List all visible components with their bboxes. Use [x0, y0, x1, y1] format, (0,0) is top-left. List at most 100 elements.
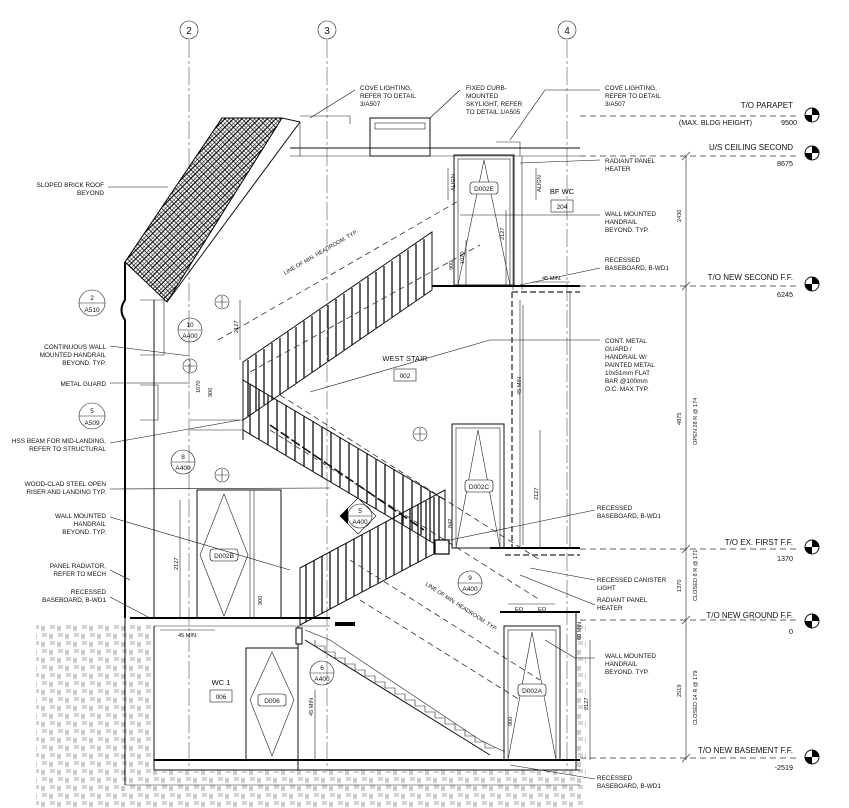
note-line: RECESSED: [71, 589, 107, 596]
level-name-new-basement: T/O NEW BASEMENT F.F.: [698, 746, 793, 755]
note-line: BEYOND. TYP.: [605, 227, 649, 234]
note-line: REFER TO MECH: [53, 571, 106, 578]
note-line: 3/A507: [605, 101, 626, 108]
dim-2127-lower-right: 2127: [584, 698, 590, 710]
dim-842: 842: [448, 519, 454, 528]
grid-label-2: 2: [186, 26, 192, 37]
leader-lines: [108, 89, 601, 780]
room-number-006: 006: [216, 694, 227, 701]
level-name-new-ground: T/O NEW GROUND F.F.: [706, 611, 793, 620]
section-ref-sheet: A400: [352, 519, 368, 526]
riser-note-open: OPEN 28 R @ 174: [693, 398, 699, 445]
section-ref-sheet: A510: [84, 307, 100, 314]
grid-label-3: 3: [324, 26, 330, 37]
doors: D002E D002C D002B D006 D002A: [196, 154, 561, 761]
note-line: BASEBOARD, B-WD1: [597, 783, 661, 790]
section-ref-sheet: A509: [84, 420, 100, 427]
room-number-002: 002: [400, 373, 411, 380]
headroom-label-lower: LINE OF MIN. HEADROOM. TYP.: [424, 582, 498, 633]
note-line: COVE LIGHTING,: [360, 85, 412, 92]
level-elevation-parapet: 9500: [781, 118, 797, 127]
note-line: BEYOND. TYP.: [62, 529, 106, 536]
note-line: PANEL RADIATOR,: [50, 563, 106, 570]
headroom-label-upper: LINE OF MIN. HEADROOM. TYP.: [283, 229, 359, 277]
dim-2430: 2430: [677, 210, 683, 222]
note-line: MOUNTED: [466, 93, 499, 100]
dimension-strings: 2430 4875 1370 2519 OPEN 28 R @ 174 CLOS…: [160, 151, 699, 763]
dim-2127-upper: 2127: [500, 228, 506, 240]
room-name-west-stair: WEST STAIR: [382, 354, 428, 363]
grid-lines: 2 3 4: [179, 20, 577, 806]
svg-text:HSS BEAM FOR MID-LANDING,REFER: HSS BEAM FOR MID-LANDING,REFER TO STRUCT…: [12, 438, 107, 453]
section-ref-sheet: A400: [462, 586, 478, 593]
dim-1070-upper: 1070: [460, 252, 466, 264]
note-line: HANDRAIL: [605, 219, 638, 226]
note-line: RISER AND LANDING TYP.: [26, 489, 106, 496]
room-name-bf-wc: BF WC: [550, 187, 575, 196]
note-line: WALL MOUNTED: [605, 653, 656, 660]
dim-900-lower-right: 900: [508, 717, 514, 726]
note-line: CONTINUOUS WALL: [44, 344, 106, 351]
note-line: RADIANT PANEL: [605, 158, 656, 165]
note-line: HEATER: [605, 166, 631, 173]
section-ref-num: 9: [468, 575, 472, 582]
dim-2519: 2519: [677, 685, 683, 697]
level-elevation-ceiling-second: 8675: [777, 159, 793, 168]
note-line: WALL MOUNTED: [605, 211, 656, 218]
room-number-204: 204: [557, 204, 568, 211]
note-line: BAR @100mm: [605, 378, 648, 385]
section-ref-num: 2: [90, 295, 94, 302]
dim-eq-left: EQ: [515, 607, 524, 613]
note-line: HANDRAIL: [74, 521, 107, 528]
dim-45-min-lower: 45 MIN.: [178, 633, 198, 639]
section-ref-sheet: A400: [182, 333, 198, 340]
west-stair-flights: [190, 231, 506, 756]
note-line: RECESSED: [597, 505, 633, 512]
dim-align-right: ALIGN: [537, 175, 543, 192]
note-line: MOUNTED HANDRAIL: [40, 352, 107, 359]
level-elevation-new-ground: 0: [789, 627, 793, 636]
note-line: BEYOND. TYP.: [605, 669, 649, 676]
level-elevation-ex-first: 1370: [777, 554, 793, 563]
level-note-max-height: (MAX. BLDG HEIGHT): [679, 118, 752, 127]
dim-60-min: 60 MIN: [577, 622, 583, 640]
level-name-ex-first: T/O EX. FIRST F.F.: [725, 538, 793, 547]
ground-earth-hatch: [36, 623, 586, 808]
note-line: COVE LIGHTING,: [605, 85, 657, 92]
grid-label-4: 4: [564, 26, 570, 37]
note-line: REFER TO STRUCTURAL: [29, 446, 106, 453]
dim-45-min-vertical-upper: 45 MIN: [517, 377, 523, 395]
note-line: REFER TO DETAIL: [360, 93, 416, 100]
door-tag-d002e: D002E: [474, 186, 495, 193]
note-line: 3/A507: [360, 101, 381, 108]
note-line: BEYOND: [77, 190, 104, 197]
note-line: SKYLIGHT, REFER: [466, 101, 522, 108]
dim-1370: 1370: [677, 580, 683, 592]
dim-2127-lower-left: 2127: [174, 558, 180, 570]
section-references: 2 A510 10 A400 5 A509 8 A400 5 A400 9 A4…: [78, 289, 483, 686]
section-ref-num: 10: [186, 322, 194, 329]
svg-text:METAL GUARD: METAL GUARD: [61, 381, 107, 388]
dim-2127-landing: 2127: [234, 321, 240, 333]
note-line: BASEBOARD, B-WD1: [42, 597, 106, 604]
door-tag-d002a: D002A: [522, 688, 543, 695]
dim-align-left: ALIGN: [451, 174, 457, 191]
note-line: FIXED CURB-: [466, 85, 507, 92]
note-line: RADIANT PANEL: [597, 597, 648, 604]
note-line: HANDRAIL W/: [605, 354, 647, 361]
door-tag-d002c: D002C: [469, 484, 490, 491]
